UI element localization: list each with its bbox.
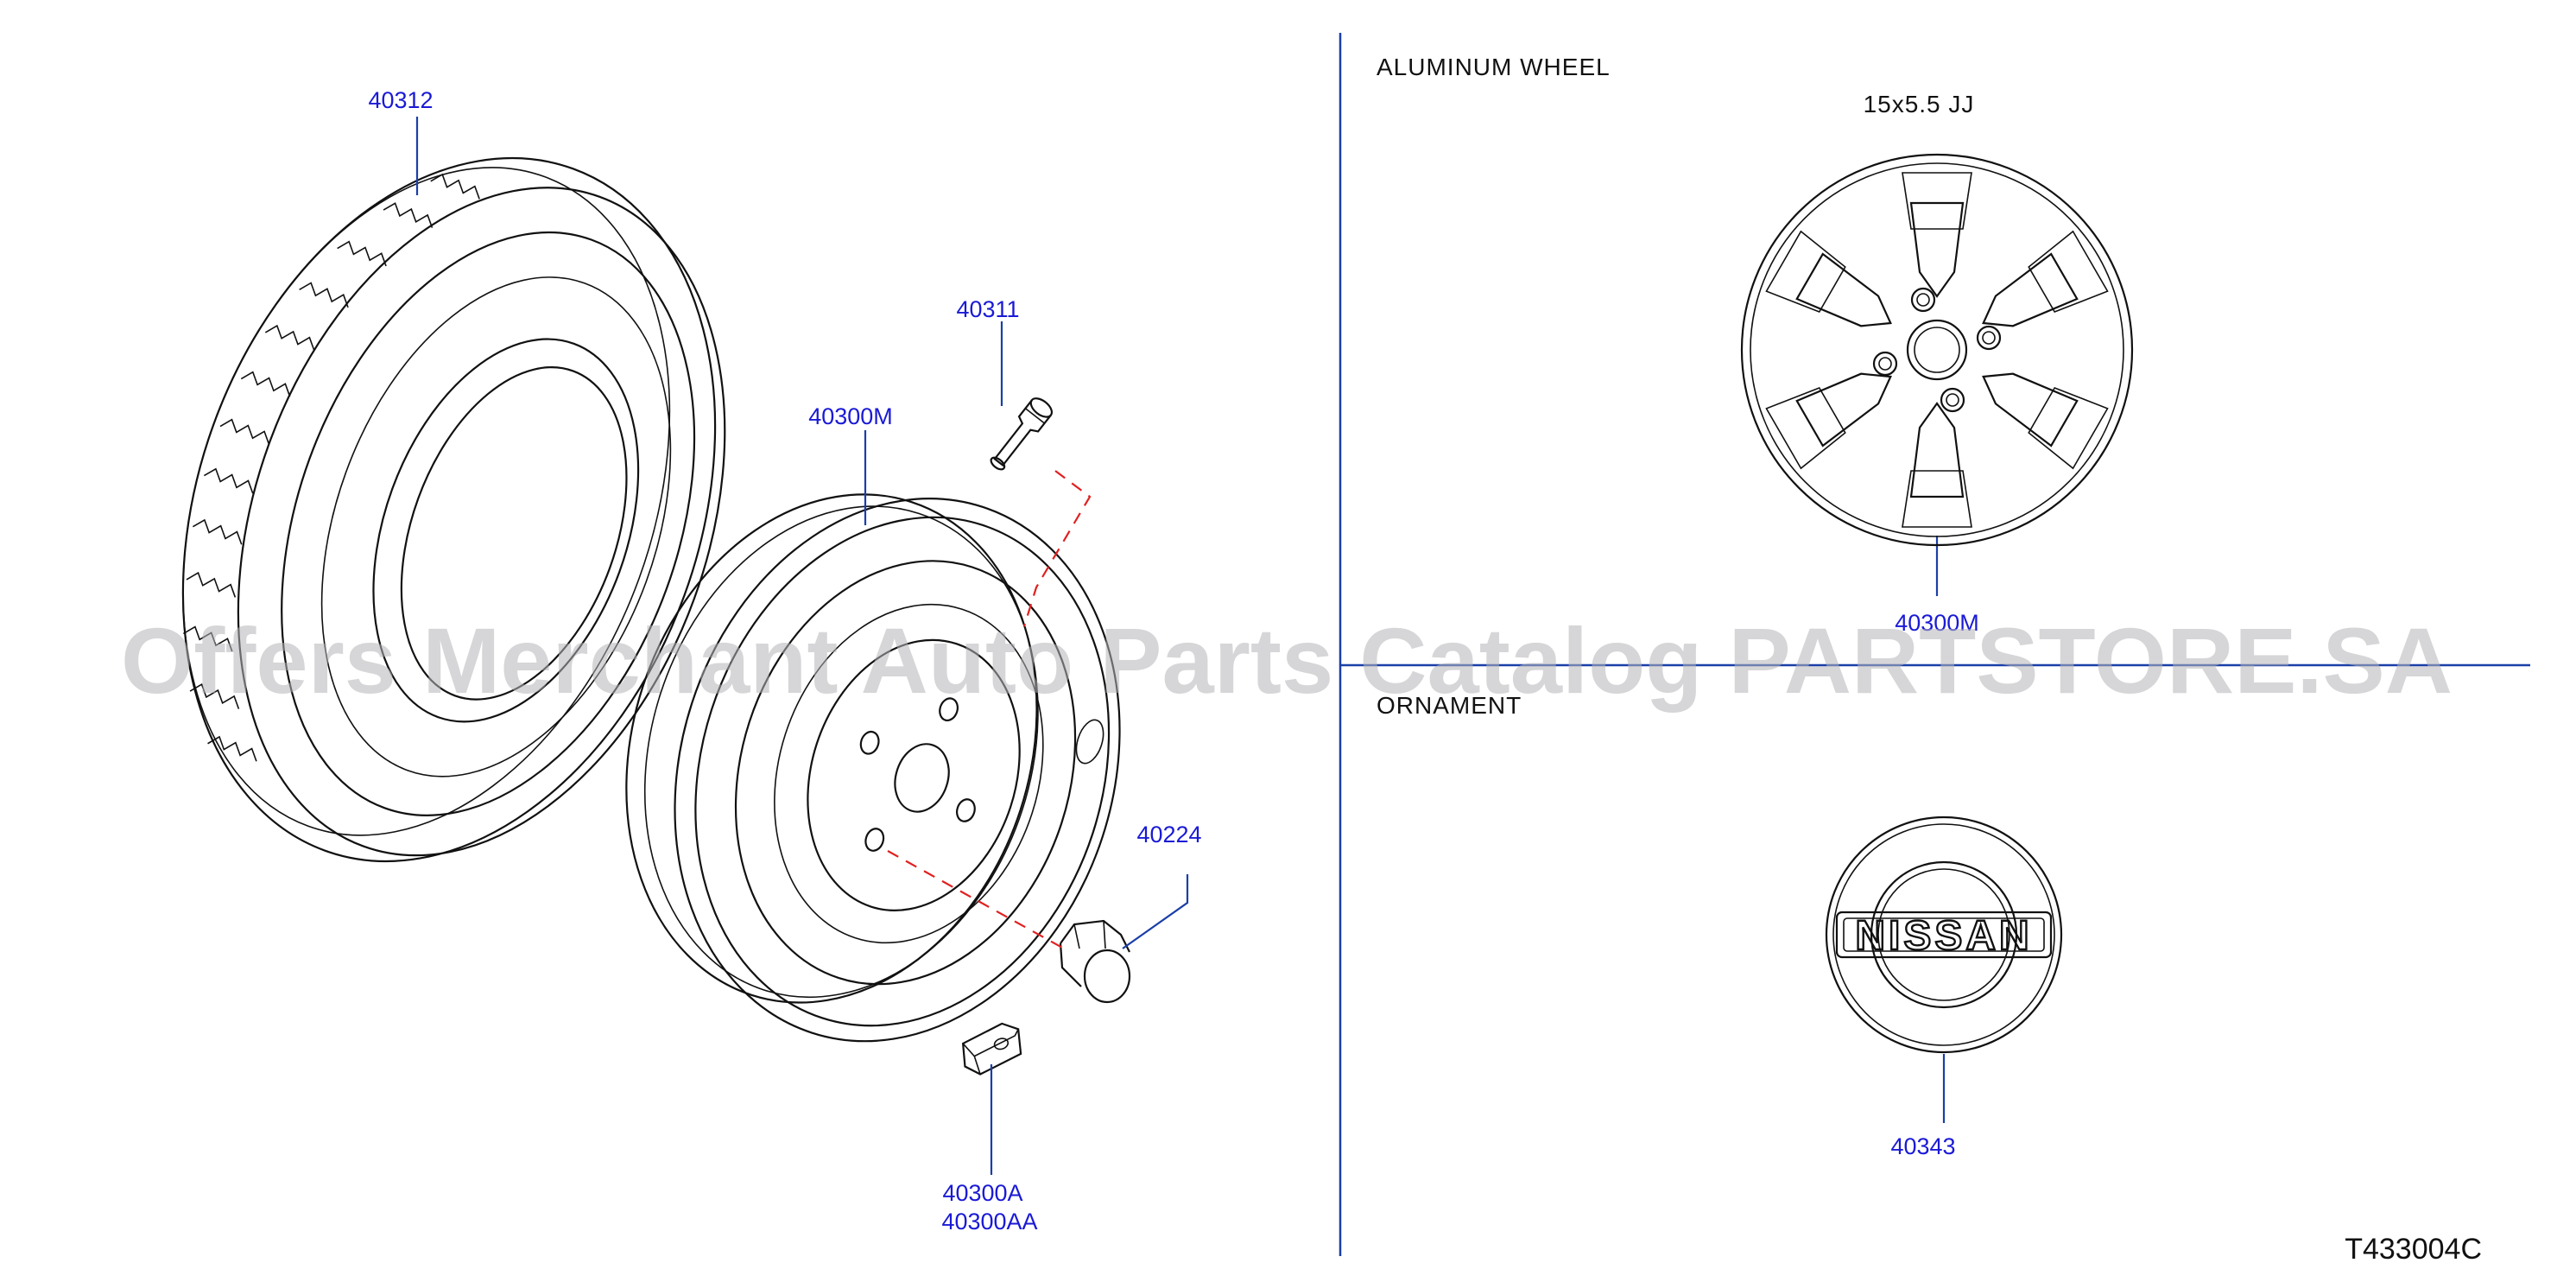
section-aluminum-wheel: ALUMINUM WHEEL — [1377, 54, 1611, 80]
lug-hole — [864, 828, 885, 852]
section-captions: ALUMINUM WHEEL 15x5.5 JJ ORNAMENT — [1377, 54, 1975, 719]
lug-hole — [939, 697, 959, 722]
callout-steel-wheel[interactable]: 40300M — [808, 403, 893, 429]
callout-nut[interactable]: 40224 — [1136, 822, 1201, 847]
watermark: Offers Merchant Auto Parts Catalog PARTS… — [121, 608, 2453, 713]
nut-drawing[interactable] — [1059, 919, 1131, 1004]
callout-labels: 40312 40311 40300M 40224 40300A 40300AA … — [368, 87, 1978, 1234]
callout-valve[interactable]: 40311 — [956, 296, 1019, 322]
lug-nut-holes — [1872, 287, 2002, 413]
section-ornament: ORNAMENT — [1377, 692, 1522, 719]
callout-tire[interactable]: 40312 — [368, 87, 433, 113]
leader-lines — [415, 117, 1946, 1175]
callout-weight-aa[interactable]: 40300AA — [941, 1209, 1037, 1234]
ornament-logo-text: NISSAN — [1855, 913, 2032, 959]
section-separators — [1339, 33, 2530, 1256]
ornament-drawing[interactable]: NISSAN — [1825, 816, 2063, 1054]
steel-wheel-drawing[interactable] — [557, 424, 1187, 1100]
spoke-windows — [1765, 172, 2109, 528]
tire-drawing[interactable] — [90, 83, 819, 940]
aluminum-wheel-drawing[interactable] — [1740, 153, 2134, 547]
wheel-size-label: 15x5.5 JJ — [1864, 91, 1975, 117]
callout-ornament[interactable]: 40343 — [1890, 1133, 1955, 1159]
callout-alloy-wheel[interactable]: 40300M — [1895, 610, 1979, 636]
tread-pattern — [182, 173, 480, 762]
callout-weight-a[interactable]: 40300A — [942, 1180, 1022, 1206]
lug-hole — [859, 730, 880, 755]
valve-drawing[interactable] — [985, 395, 1055, 474]
diagram-reference: T433004C — [2345, 1233, 2482, 1266]
balance-weight-drawing[interactable] — [956, 1019, 1028, 1078]
assembly-guides — [887, 470, 1092, 949]
lug-hole — [956, 798, 976, 822]
